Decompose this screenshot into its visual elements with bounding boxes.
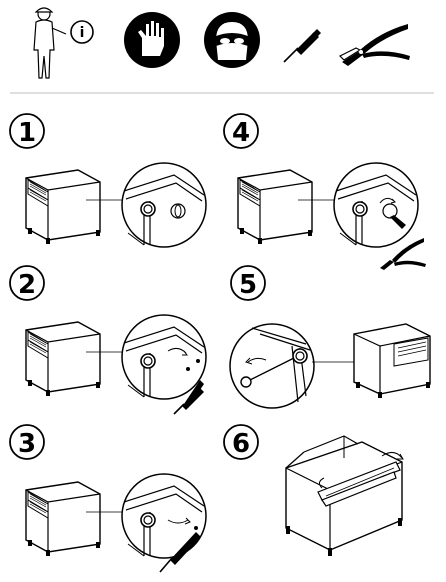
step-2-detail (121, 314, 207, 400)
step-6: 6 (223, 424, 404, 556)
step-4-number: 4 (232, 118, 250, 148)
step-5-ice-bin (353, 323, 431, 398)
step-1: 1 (9, 113, 207, 248)
step-1-detail (121, 162, 207, 248)
step-6-ice-bin (285, 435, 404, 556)
safety-goggles-icon (204, 12, 260, 68)
step-4-detail (333, 162, 419, 248)
step-6-number: 6 (232, 429, 250, 459)
step-5-number: 5 (239, 270, 257, 300)
step-5: 5 (229, 265, 431, 409)
step-2-ice-bin (25, 321, 101, 397)
technician-info-icon: i (33, 7, 94, 79)
step-3-detail (121, 473, 207, 559)
step-2-number: 2 (18, 270, 36, 300)
screwdriver-icon (283, 29, 321, 63)
step-3-number: 3 (18, 429, 36, 459)
protective-gloves-icon (124, 12, 180, 68)
step-5-detail (229, 323, 315, 409)
step-2: 2 (9, 265, 207, 415)
step-4-ice-bin (237, 169, 313, 245)
step-4-pliers (380, 238, 426, 270)
step-4: 4 (223, 113, 426, 270)
info-glyph: i (80, 25, 85, 41)
step-1-ice-bin (25, 169, 101, 245)
step-3-ice-bin (25, 481, 101, 557)
step-1-number: 1 (18, 118, 36, 148)
step-3: 3 (9, 424, 207, 573)
pliers-icon (338, 24, 410, 66)
